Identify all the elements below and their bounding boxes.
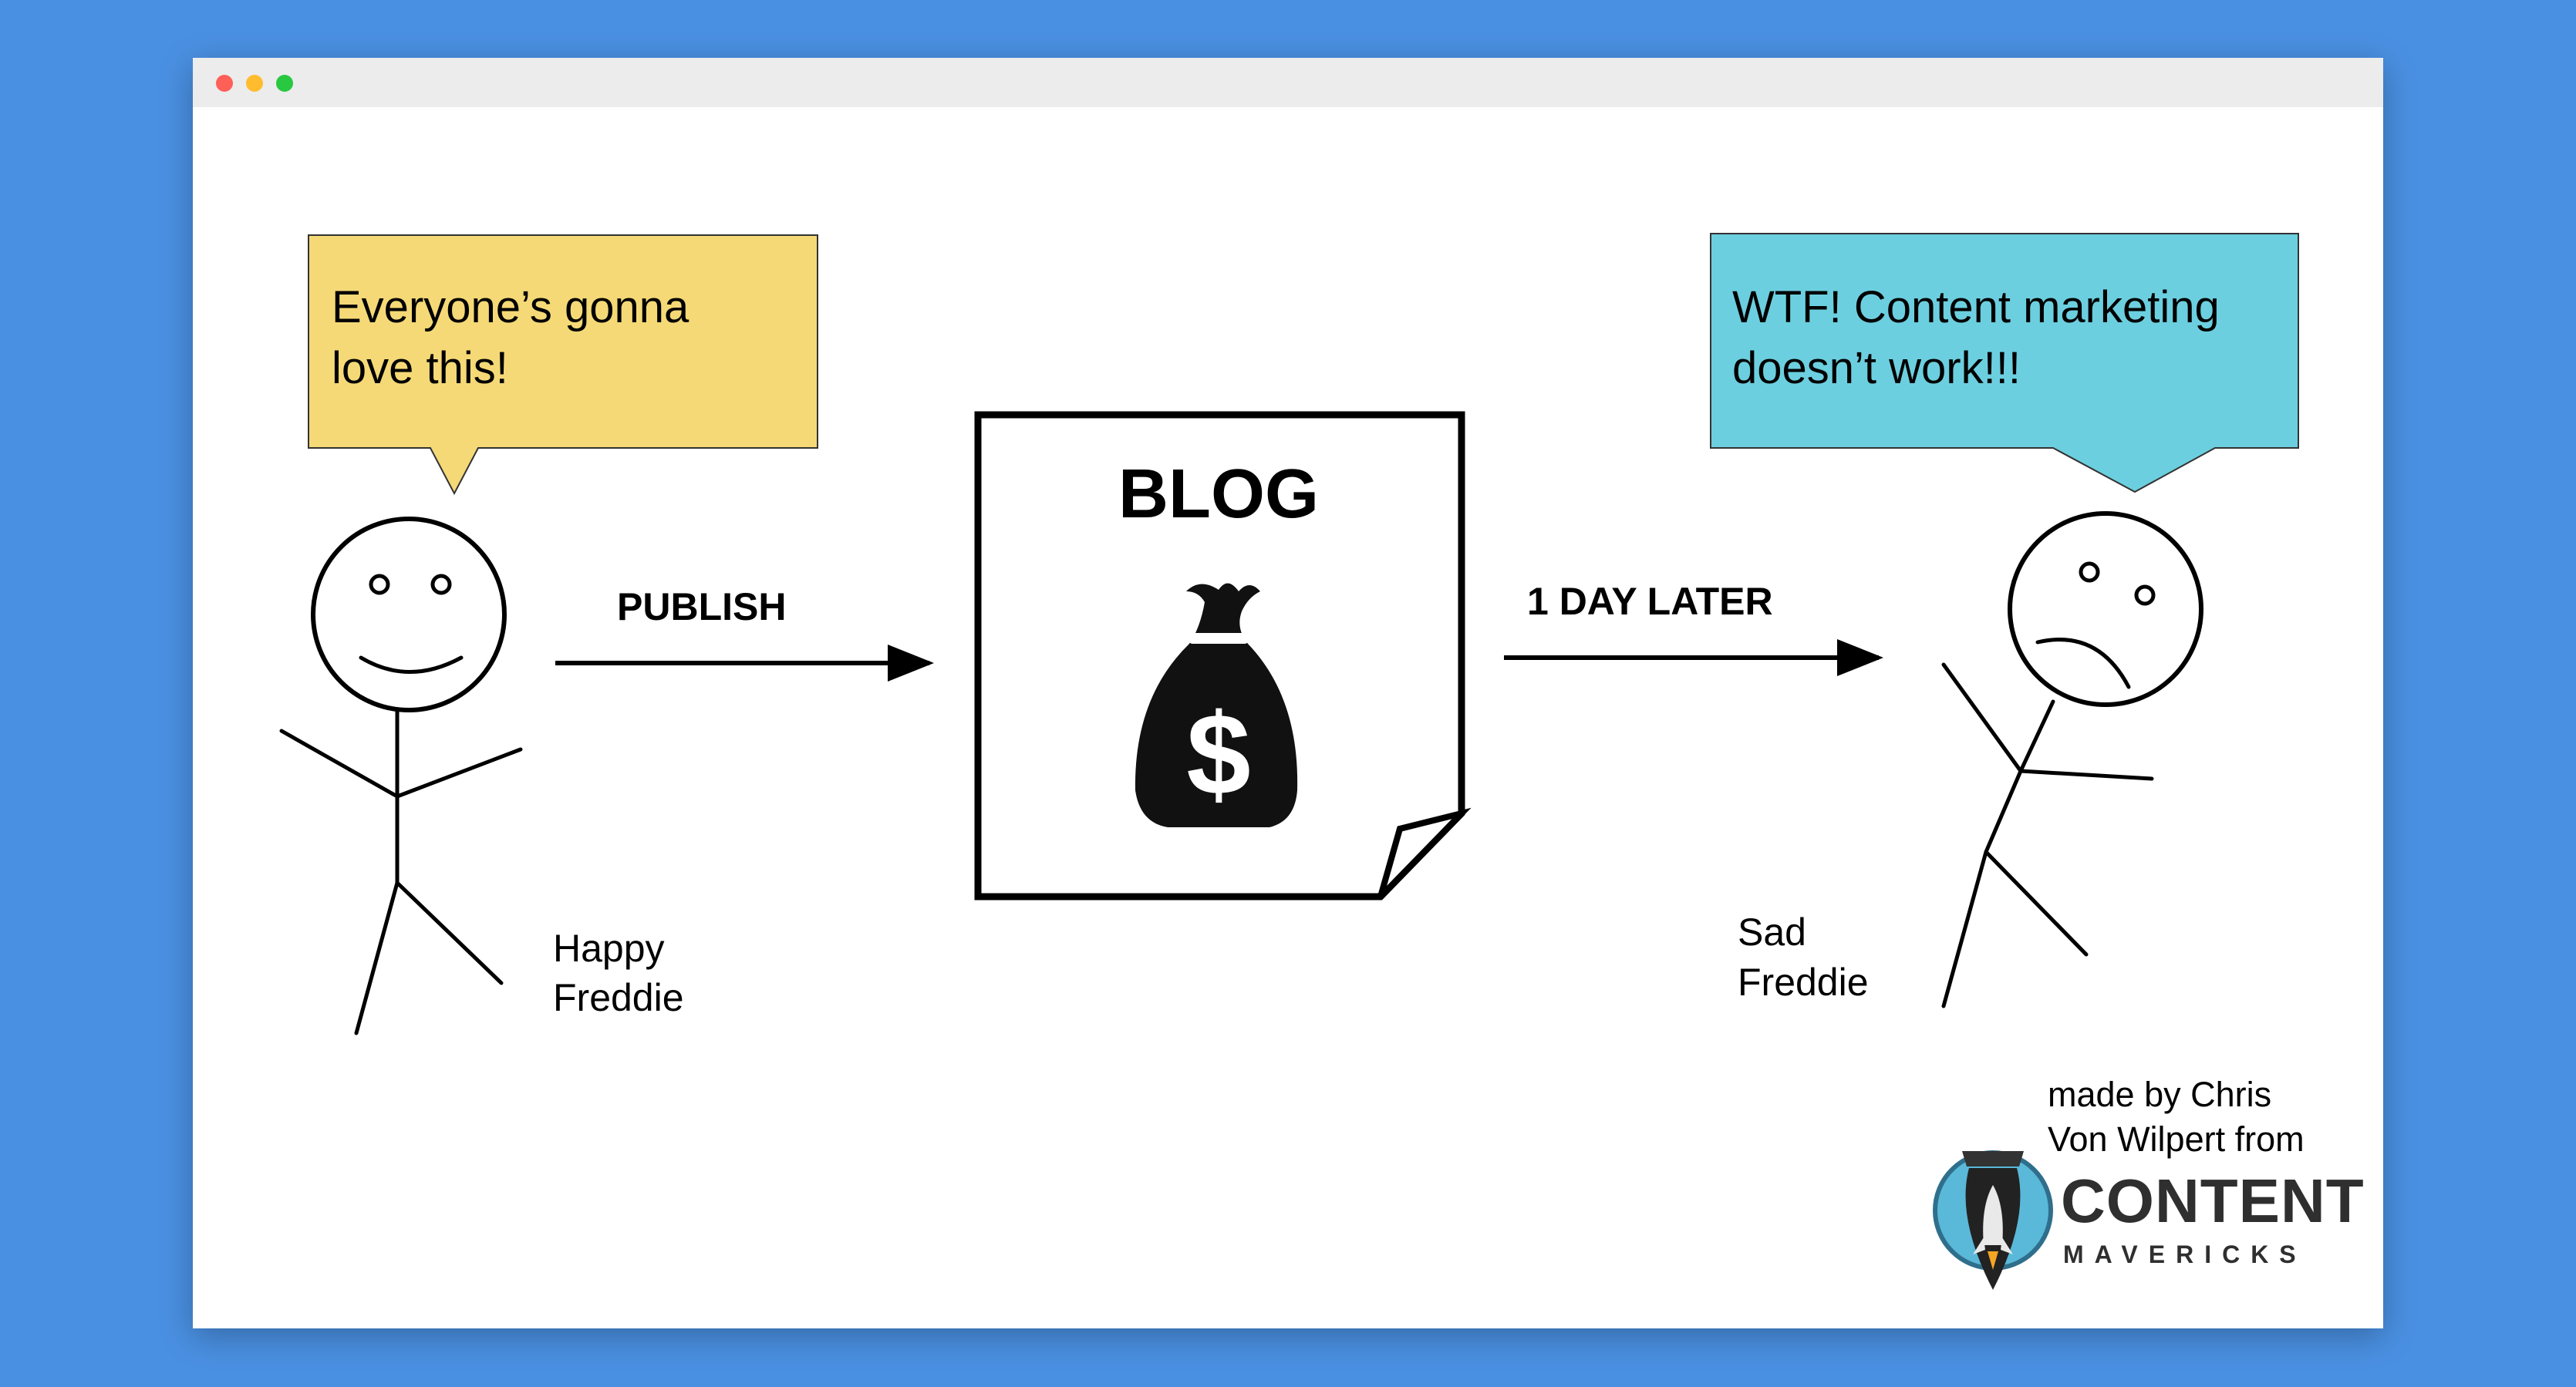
right-bubble-line2: doesn’t work!!! [1732, 343, 2021, 393]
close-button[interactable] [216, 75, 233, 92]
right-speech-bubble: WTF! Content marketing doesn’t work!!! [1710, 233, 2299, 493]
credit-line1: made by Chris [2048, 1075, 2271, 1114]
credit-line2: Von Wilpert from [2048, 1119, 2305, 1159]
logo-word-content: CONTENT [2061, 1166, 2365, 1235]
publish-label: PUBLISH [617, 585, 786, 628]
happy-freddie-label-line1: Happy [553, 927, 665, 970]
minimize-button[interactable] [246, 75, 263, 92]
blog-page: BLOG $ [974, 411, 1472, 901]
sad-freddie-label-line2: Freddie [1738, 961, 1869, 1004]
dollar-sign: $ [1186, 689, 1250, 819]
pen-nib-rocket-icon [1933, 1150, 2053, 1290]
right-bubble-line1: WTF! Content marketing [1732, 282, 2220, 332]
blog-title: BLOG [1118, 456, 1319, 533]
window-titlebar [193, 58, 2383, 107]
sad-freddie-figure [1941, 511, 2203, 1008]
browser-window: Everyone’s gonna love this! Happy Freddi… [193, 58, 2383, 1328]
sad-freddie-label-line1: Sad [1738, 911, 1806, 954]
content-mavericks-logo[interactable]: CONTENT MAVERICKS [1933, 1150, 2365, 1290]
left-speech-bubble: Everyone’s gonna love this! [308, 234, 818, 496]
happy-freddie-figure [279, 517, 523, 1035]
logo-word-mavericks: MAVERICKS [2063, 1241, 2307, 1268]
one-day-later-label: 1 DAY LATER [1527, 580, 1773, 623]
left-bubble-line1: Everyone’s gonna [332, 282, 690, 332]
diagram-canvas: Everyone’s gonna love this! Happy Freddi… [279, 233, 2365, 1290]
left-bubble-line2: love this! [332, 343, 508, 393]
happy-freddie-label-line2: Freddie [553, 976, 684, 1019]
zoom-button[interactable] [276, 75, 293, 92]
money-bag-icon: $ [1135, 583, 1298, 827]
